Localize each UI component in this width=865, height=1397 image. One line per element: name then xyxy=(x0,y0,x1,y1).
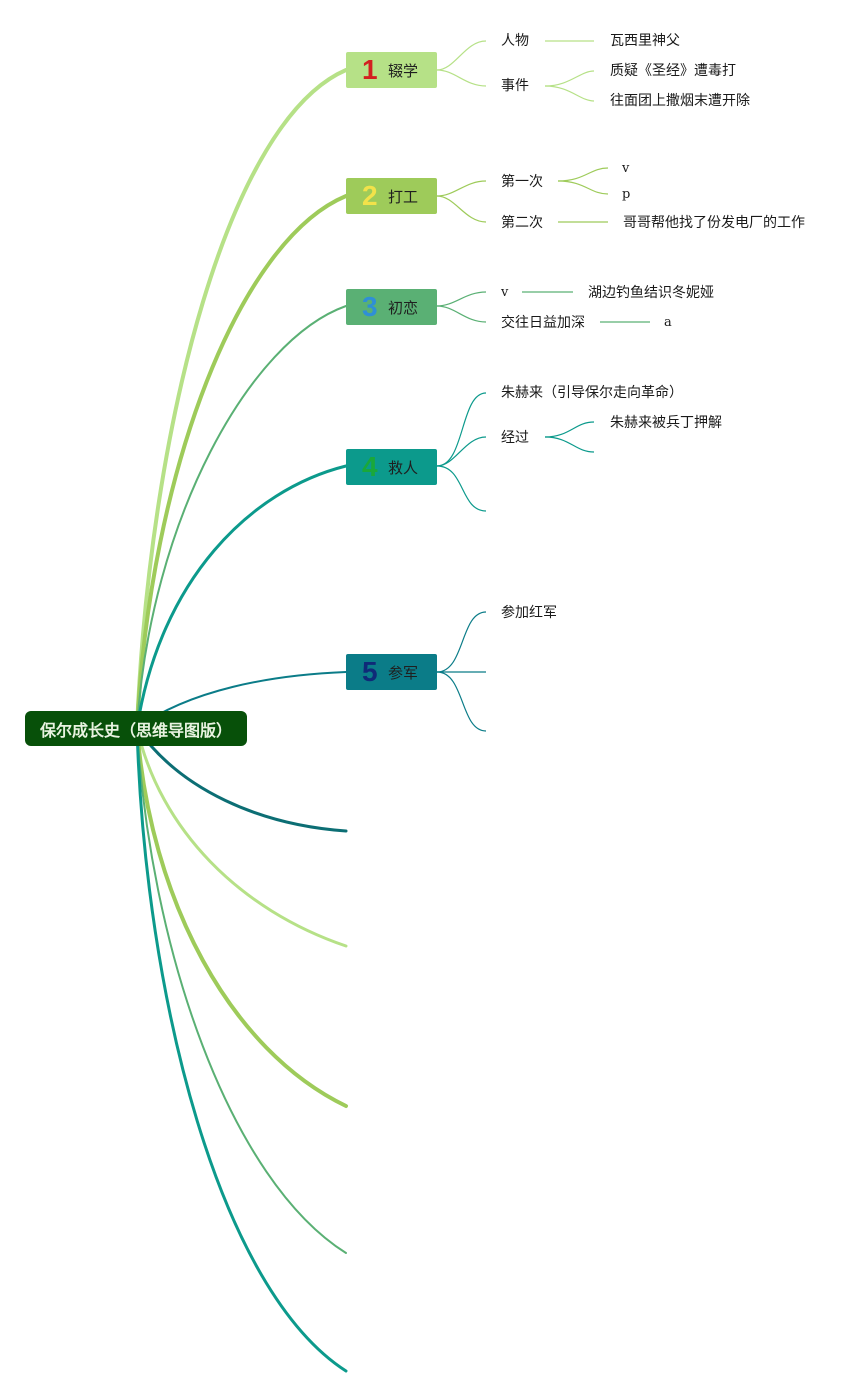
topic-b2-first-2[interactable]: p xyxy=(622,187,631,202)
branch-3-node[interactable]: 3 初恋 xyxy=(346,289,437,325)
branch-1-number: 1 xyxy=(362,54,378,85)
branch-5-node[interactable]: 5 参军 xyxy=(346,654,437,690)
topic-b2-second-1[interactable]: 哥哥帮他找了份发电厂的工作 xyxy=(623,215,805,231)
branch-5-label: 参军 xyxy=(388,663,419,682)
topic-b4-process[interactable]: 经过 xyxy=(501,430,529,446)
branch-2-label: 打工 xyxy=(388,187,419,206)
topic-b5-join-army[interactable]: 参加红军 xyxy=(501,605,557,621)
topic-b4-zhuhelai[interactable]: 朱赫来（引导保尔走向革命） xyxy=(501,385,683,401)
branch-4-number: 4 xyxy=(362,451,378,482)
branch-4-node[interactable]: 4 救人 xyxy=(346,449,437,485)
topic-b4-process-1[interactable]: 朱赫来被兵丁押解 xyxy=(610,415,722,431)
connector-branch-2 xyxy=(135,194,348,730)
branch-1-node[interactable]: 1 辍学 xyxy=(346,52,437,88)
root-label: 保尔成长史（思维导图版） xyxy=(40,720,233,740)
connector-empty-7 xyxy=(135,726,348,948)
topic-b3-first-1[interactable]: 湖边钓鱼结识冬妮娅 xyxy=(588,285,714,301)
connector-empty-8 xyxy=(135,726,348,1108)
topic-b2-first-1[interactable]: v xyxy=(622,161,630,176)
topic-b3-second[interactable]: 交往日益加深 xyxy=(501,315,585,331)
topic-b1-events-1[interactable]: 质疑《圣经》遭毒打 xyxy=(610,63,736,79)
topic-b3-second-1[interactable]: a xyxy=(664,315,672,330)
connector-empty-9 xyxy=(136,727,347,1254)
branch-2-node[interactable]: 2 打工 xyxy=(346,178,437,214)
connector-empty-6 xyxy=(135,726,348,833)
topic-b3-first[interactable]: v xyxy=(501,285,509,300)
topic-b1-events-2[interactable]: 往面团上撒烟末遭开除 xyxy=(610,93,750,109)
connector-branch-3 xyxy=(136,305,347,729)
topic-b1-people-1[interactable]: 瓦西里神父 xyxy=(610,33,680,49)
branch-1-label: 辍学 xyxy=(388,61,419,80)
branch-4-label: 救人 xyxy=(388,458,419,477)
branch-5-number: 5 xyxy=(362,656,378,687)
topic-b1-people[interactable]: 人物 xyxy=(501,33,529,49)
topic-b2-second[interactable]: 第二次 xyxy=(501,215,543,231)
branch-2-number: 2 xyxy=(362,180,378,211)
branch-3-number: 3 xyxy=(362,291,378,322)
connector-branch-1 xyxy=(135,68,348,730)
topic-b1-events[interactable]: 事件 xyxy=(501,78,529,94)
topic-b2-first[interactable]: 第一次 xyxy=(501,174,543,190)
root-node[interactable]: 保尔成长史（思维导图版） xyxy=(25,711,247,746)
branch-3-label: 初恋 xyxy=(388,298,419,317)
connector-branch-4 xyxy=(135,464,348,730)
connector-empty-10 xyxy=(135,726,348,1373)
